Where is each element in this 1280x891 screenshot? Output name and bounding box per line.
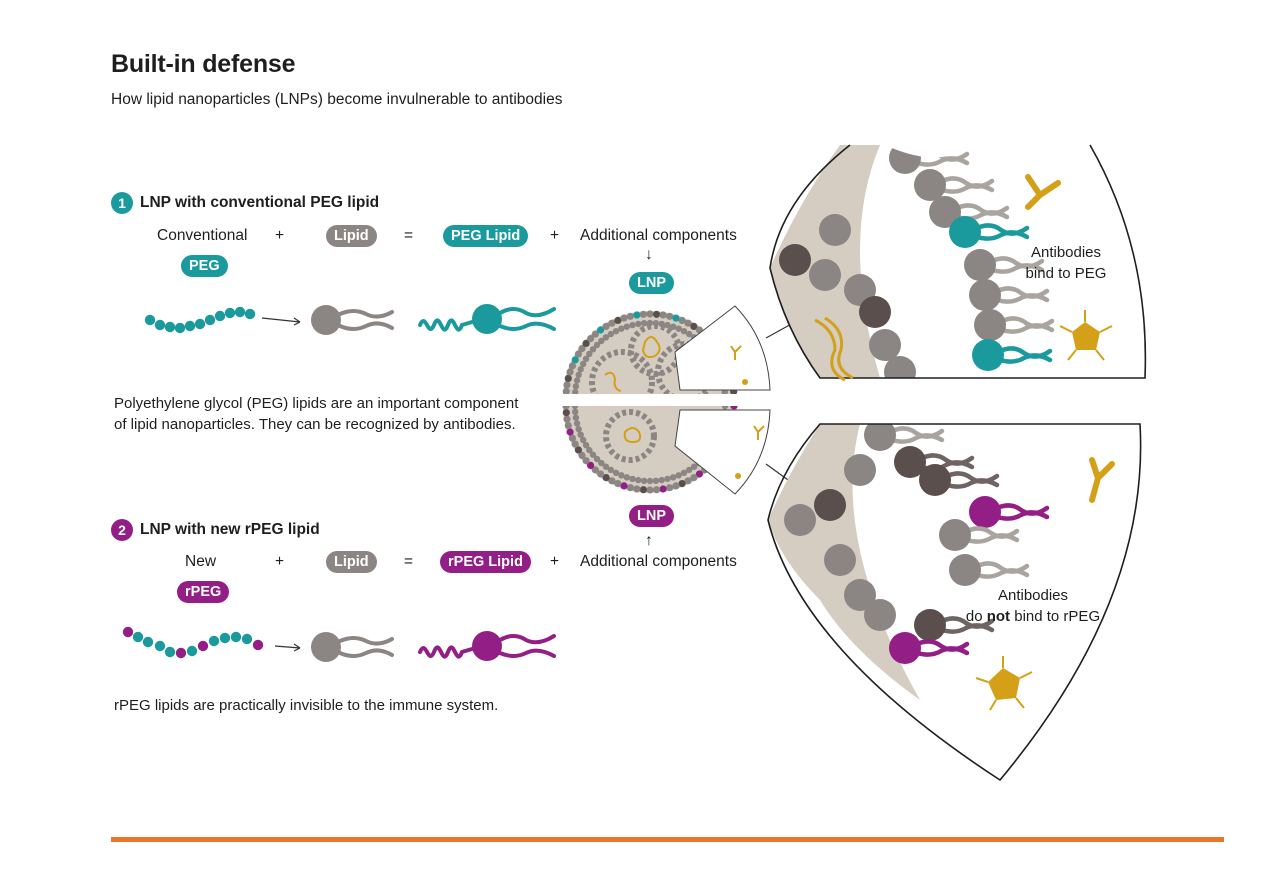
rpeg-lipid-molecule <box>418 631 556 661</box>
arrow-icon <box>274 643 301 652</box>
description-conventional: Polyethylene glycol (PEG) lipids are an … <box>114 393 518 435</box>
callout-rpeg: Antibodies do not bind to rPEG <box>960 585 1106 627</box>
step-number-badge: 1 <box>111 192 133 214</box>
callout-text: bind to rPEG <box>1010 608 1101 625</box>
pill-rpeg-lipid: rPEG Lipid <box>440 551 531 573</box>
rpeg-chain-new <box>122 626 264 659</box>
term-conventional: Conventional <box>157 227 248 244</box>
page-subtitle: How lipid nanoparticles (LNPs) become in… <box>111 91 563 108</box>
antibody-icon <box>1089 457 1115 503</box>
pill-lnp: LNP <box>629 505 674 527</box>
description-rpeg: rPEG lipids are practically invisible to… <box>114 697 499 714</box>
pill-rpeg: rPEG <box>177 581 230 603</box>
plus-sign: + <box>550 553 560 570</box>
antigen-icon <box>742 379 748 385</box>
lipid-molecule <box>311 632 394 662</box>
pill-lipid: Lipid <box>326 551 377 573</box>
callout-emphasis: not <box>986 608 1011 625</box>
term-new: New <box>185 553 217 570</box>
plus-sign: + <box>275 553 285 570</box>
description-line: of lipid nanoparticles. They can be reco… <box>114 416 516 433</box>
arrow-icon <box>261 317 301 326</box>
description-line: Polyethylene glycol (PEG) lipids are an … <box>114 395 519 412</box>
antigen-icon <box>975 656 1033 711</box>
section-heading-rpeg: 2 LNP with new rPEG lipid <box>111 519 320 541</box>
callout-line: Antibodies <box>997 587 1069 604</box>
antibody-icon <box>753 425 765 440</box>
callout-line: Antibodies <box>1030 244 1102 261</box>
membrane-zoom-rpeg <box>767 423 1142 782</box>
callout-conventional: Antibodies bind to PEG <box>1006 242 1126 284</box>
arrow-down-icon: ↓ <box>645 246 653 263</box>
callout-line: bind to PEG <box>1025 265 1107 282</box>
membrane-zoom-conventional <box>769 144 1147 382</box>
pill-lnp: LNP <box>629 272 674 294</box>
rna-strand-icon <box>814 316 854 382</box>
callout-text: do <box>965 608 987 625</box>
section-heading-text: LNP with conventional PEG lipid <box>140 194 380 211</box>
section-heading-conventional: 1 LNP with conventional PEG lipid <box>111 192 379 214</box>
arrow-up-icon: ↑ <box>645 532 653 549</box>
plus-sign: + <box>275 227 285 244</box>
equals-sign: = <box>404 553 414 570</box>
peg-lipid-molecule <box>418 304 556 334</box>
additional-components-label: Additional components <box>580 227 737 244</box>
section-heading-text: LNP with new rPEG lipid <box>140 521 320 538</box>
antigen-icon <box>1059 310 1113 361</box>
page-title: Built-in defense <box>111 50 296 78</box>
antibody-icon <box>1025 174 1061 210</box>
callout-line: do not bind to rPEG <box>960 606 1106 627</box>
pill-peg-lipid: PEG Lipid <box>443 225 529 247</box>
footer-accent-bar <box>111 837 1224 842</box>
peg-chain-conventional <box>144 306 256 334</box>
lnp-zoom-wedge <box>674 305 771 391</box>
lipid-molecule <box>311 305 394 335</box>
plus-sign: + <box>550 227 560 244</box>
antibody-icon <box>730 345 742 360</box>
equals-sign: = <box>404 227 414 244</box>
lnp-zoom-wedge <box>674 409 771 495</box>
pill-peg: PEG <box>181 255 228 277</box>
step-number-badge: 2 <box>111 519 133 541</box>
antigen-icon <box>735 473 741 479</box>
pill-lipid: Lipid <box>326 225 377 247</box>
additional-components-label: Additional components <box>580 553 737 570</box>
